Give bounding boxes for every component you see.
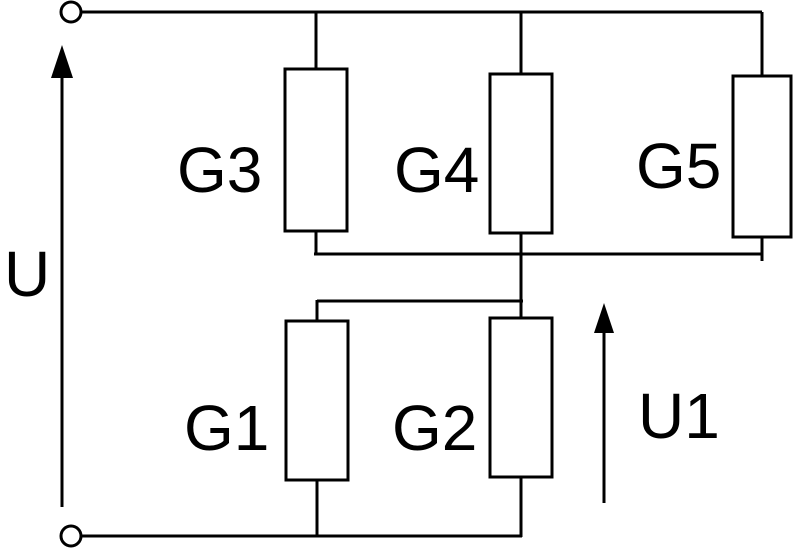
terminal-group bbox=[59, 0, 83, 548]
u1-voltage-arrowhead-icon bbox=[594, 303, 614, 333]
u-voltage-arrowhead-icon bbox=[51, 45, 73, 78]
arrow-group bbox=[51, 45, 614, 507]
u-voltage-label: U bbox=[4, 238, 50, 310]
g1-label: G1 bbox=[184, 392, 269, 464]
g5-resistor-body bbox=[731, 74, 793, 239]
g1-resistor-body bbox=[284, 319, 350, 482]
wire-group bbox=[81, 10, 764, 538]
component-group bbox=[283, 67, 793, 482]
bottom-terminal-circle bbox=[59, 524, 83, 548]
g2-resistor-body bbox=[488, 316, 554, 479]
g4-resistor-body bbox=[488, 72, 554, 235]
g2-label: G2 bbox=[392, 392, 477, 464]
g3-resistor-body bbox=[283, 67, 349, 233]
g4-label: G4 bbox=[394, 134, 479, 206]
g5-label: G5 bbox=[636, 130, 721, 202]
u1-voltage-label: U1 bbox=[638, 380, 720, 452]
top-terminal-circle bbox=[59, 0, 83, 24]
label-group: U U1 G1 G2 G3 G4 G5 bbox=[4, 130, 721, 464]
g3-label: G3 bbox=[177, 134, 262, 206]
